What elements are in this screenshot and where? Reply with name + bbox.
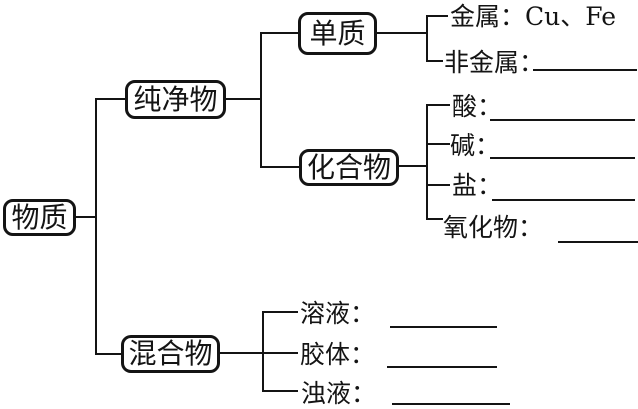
leaf-metal: 金属：Cu、Fe — [450, 4, 616, 29]
leaf-nonmetal-label: 非金属： — [444, 48, 545, 77]
connector-line — [95, 98, 97, 355]
leaf-acid-label: 酸： — [452, 92, 503, 121]
connector-line — [97, 98, 125, 100]
connector-line — [262, 32, 298, 34]
leaf-acid: 酸： — [452, 94, 502, 119]
leaf-turbid: 浊液： — [301, 381, 376, 406]
leaf-metal-label: 金属： — [450, 2, 526, 31]
leaf-solution: 溶液： — [300, 301, 375, 326]
blank-oxide — [558, 241, 638, 243]
blank-turbid — [392, 403, 510, 405]
leaf-colloid: 胶体： — [300, 342, 375, 367]
connector-line — [264, 311, 298, 313]
leaf-oxide-label: 氧化物： — [443, 213, 544, 242]
leaf-colloid-label: 胶体： — [300, 340, 376, 369]
connector-line — [426, 15, 428, 62]
blank-nonmetal — [533, 69, 637, 71]
connector-line — [428, 15, 448, 17]
connector-line — [226, 98, 262, 100]
connector-line — [260, 32, 262, 168]
connector-line — [76, 216, 96, 218]
leaf-base-label: 碱： — [450, 131, 501, 160]
connector-line — [262, 311, 264, 392]
leaf-solution-label: 溶液： — [300, 299, 376, 328]
connector-line — [262, 166, 299, 168]
node-pure-substance: 纯净物 — [125, 80, 226, 119]
connector-line — [428, 218, 443, 220]
blank-base — [490, 157, 635, 159]
connector-line — [220, 352, 298, 354]
blank-solution — [390, 326, 497, 328]
leaf-turbid-label: 浊液： — [301, 379, 377, 408]
connector-line — [97, 353, 121, 355]
leaf-salt-label: 盐： — [452, 171, 503, 200]
connector-line — [399, 165, 428, 167]
connector-line — [428, 60, 443, 62]
node-substance: 物质 — [3, 199, 76, 236]
leaf-metal-value: Cu、Fe — [525, 2, 617, 31]
connector-line — [428, 143, 450, 145]
node-mixture: 混合物 — [121, 335, 220, 373]
blank-acid — [490, 119, 635, 121]
leaf-base: 碱： — [450, 133, 500, 158]
connector-line — [377, 32, 428, 34]
connector-line — [428, 184, 450, 186]
node-element: 单质 — [298, 12, 377, 55]
connector-line — [426, 104, 428, 220]
leaf-oxide: 氧化物： — [443, 215, 543, 240]
blank-colloid — [387, 366, 497, 368]
blank-salt — [492, 199, 635, 201]
node-compound: 化合物 — [299, 149, 399, 186]
connector-line — [264, 390, 298, 392]
leaf-nonmetal: 非金属： — [444, 50, 544, 75]
leaf-salt: 盐： — [452, 173, 502, 198]
connector-line — [428, 104, 450, 106]
